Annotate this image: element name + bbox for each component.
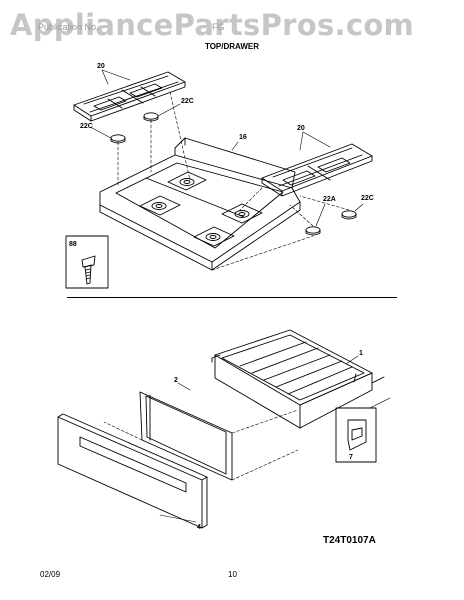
header-model-label: FG [212, 22, 225, 32]
grommet-right-a [305, 226, 321, 236]
fastener-88 [65, 235, 109, 289]
callout-drawer-panel: 2 [174, 377, 178, 384]
section-divider [67, 297, 397, 298]
watermark: AppliancePartsPros.com [10, 8, 415, 42]
drawer-front [57, 413, 208, 529]
footer-date: 02/09 [40, 570, 61, 579]
burner-front-right [193, 226, 235, 247]
burner-rear-left [167, 171, 207, 191]
diagram-code: T24T0107A [323, 535, 376, 546]
footer-page-number: 10 [228, 570, 237, 579]
grommet-right-b [341, 210, 357, 220]
callout-grommet-left-a: 22C [181, 98, 194, 105]
callout-grommet-right-b: 22C [361, 195, 374, 202]
callout-grate-right: 20 [297, 125, 305, 132]
burner-front-left [139, 195, 181, 216]
callout-fastener: 88 [69, 241, 77, 248]
callout-grommet-right-a: 22A [323, 196, 336, 203]
drawer-body [211, 329, 385, 429]
left-grate [73, 71, 186, 122]
right-grate [261, 143, 373, 197]
callout-main-top: 16 [239, 134, 247, 141]
header-publication-label: Publication No. [38, 22, 99, 32]
burner-rear-right [221, 203, 263, 224]
callout-grate-left: 20 [97, 63, 105, 70]
section-title: TOP/DRAWER [204, 42, 260, 51]
callout-drawer: 1 [359, 350, 363, 357]
callout-drawer-front: 4 [197, 524, 201, 531]
drawer-panel [139, 391, 233, 481]
callout-grommet-left-b: 22C [80, 123, 93, 130]
drawer-bracket-7 [335, 407, 377, 463]
callout-drawer-bracket: 7 [349, 454, 353, 461]
